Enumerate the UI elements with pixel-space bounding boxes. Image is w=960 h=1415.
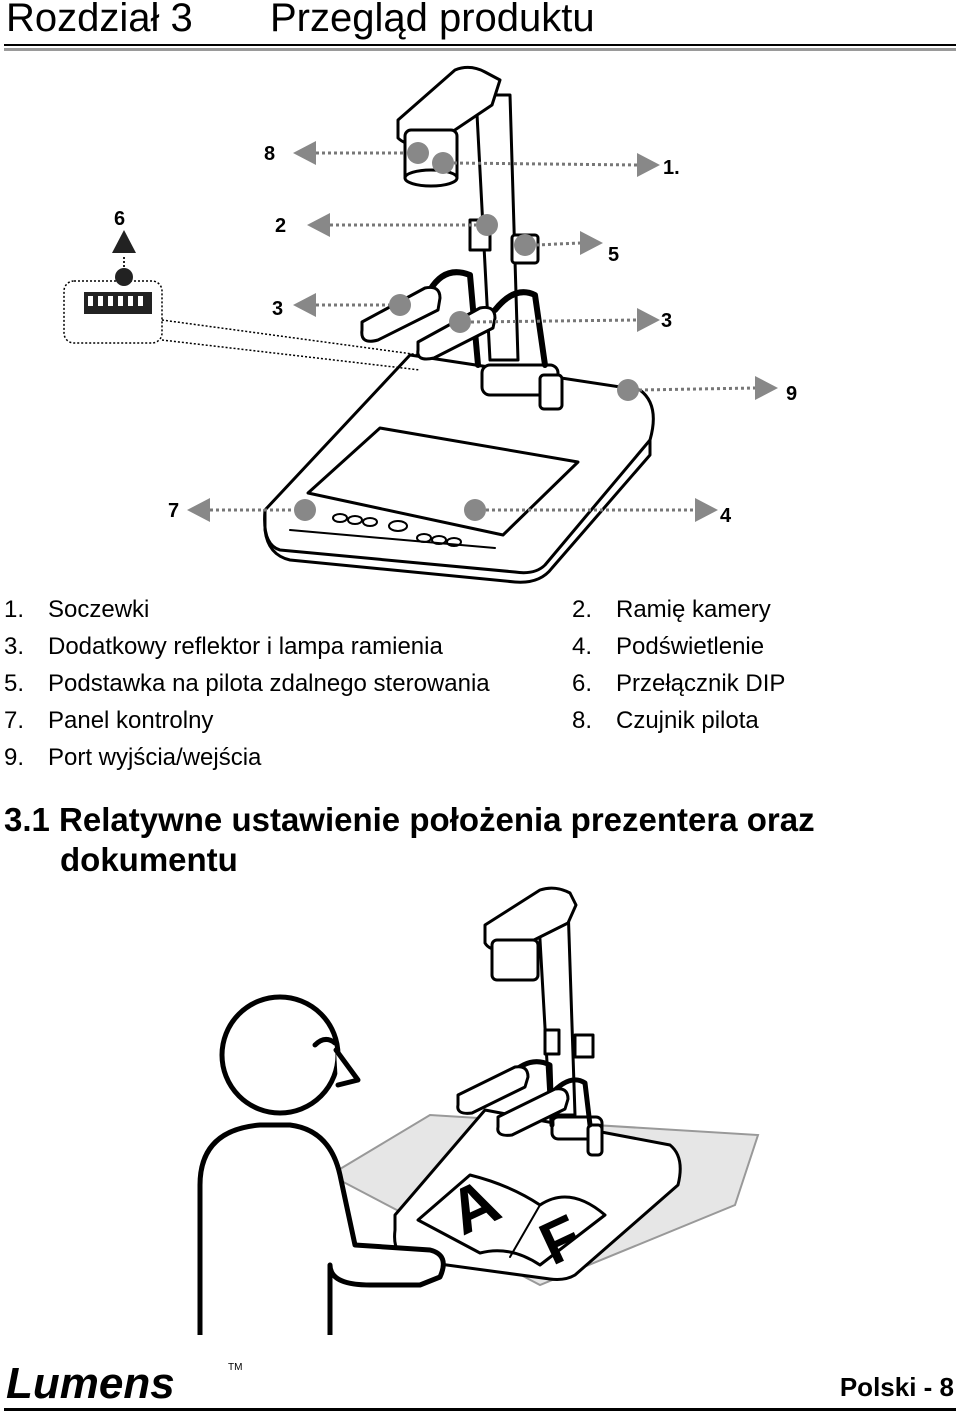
chapter-title: Przegląd produktu xyxy=(270,0,595,40)
callout-3-right: 3 xyxy=(661,310,672,332)
section-heading-line2: dokumentu xyxy=(60,841,238,878)
page-label: Polski - 8 xyxy=(839,1372,954,1402)
callout-2: 2 xyxy=(275,215,286,237)
callout-3-left: 3 xyxy=(272,298,283,320)
callout-8: 8 xyxy=(264,143,275,165)
callout-6: 6 xyxy=(114,208,125,230)
callout-4: 4 xyxy=(720,505,732,527)
section-heading: 3.1 Relatywne ustawienie położenia preze… xyxy=(4,800,904,880)
logo-text: Lumens xyxy=(6,1359,175,1404)
callout-9: 9 xyxy=(786,383,797,405)
callout-1: 1. xyxy=(663,157,680,179)
user-position-diagram: A F xyxy=(197,886,760,1335)
callout-7: 7 xyxy=(168,500,179,522)
header-rule xyxy=(4,44,956,46)
chapter-number: Rozdział 3 xyxy=(6,0,193,40)
dip-switch-inset xyxy=(63,280,421,371)
callout-5: 5 xyxy=(608,244,619,266)
product-overview-diagram: 8 1. 6 2 5 3 3 9 7 4 xyxy=(63,65,797,584)
header-rule-shadow xyxy=(4,48,956,51)
person-figure xyxy=(197,994,446,1335)
section-heading-line1: 3.1 Relatywne ustawienie położenia preze… xyxy=(4,801,815,838)
logo-trademark: TM xyxy=(228,1362,242,1373)
footer-rule xyxy=(4,1408,956,1411)
lumens-logo: Lumens TM xyxy=(6,1359,242,1404)
chapter-header: Rozdział 3 Przegląd produktu xyxy=(4,0,956,51)
